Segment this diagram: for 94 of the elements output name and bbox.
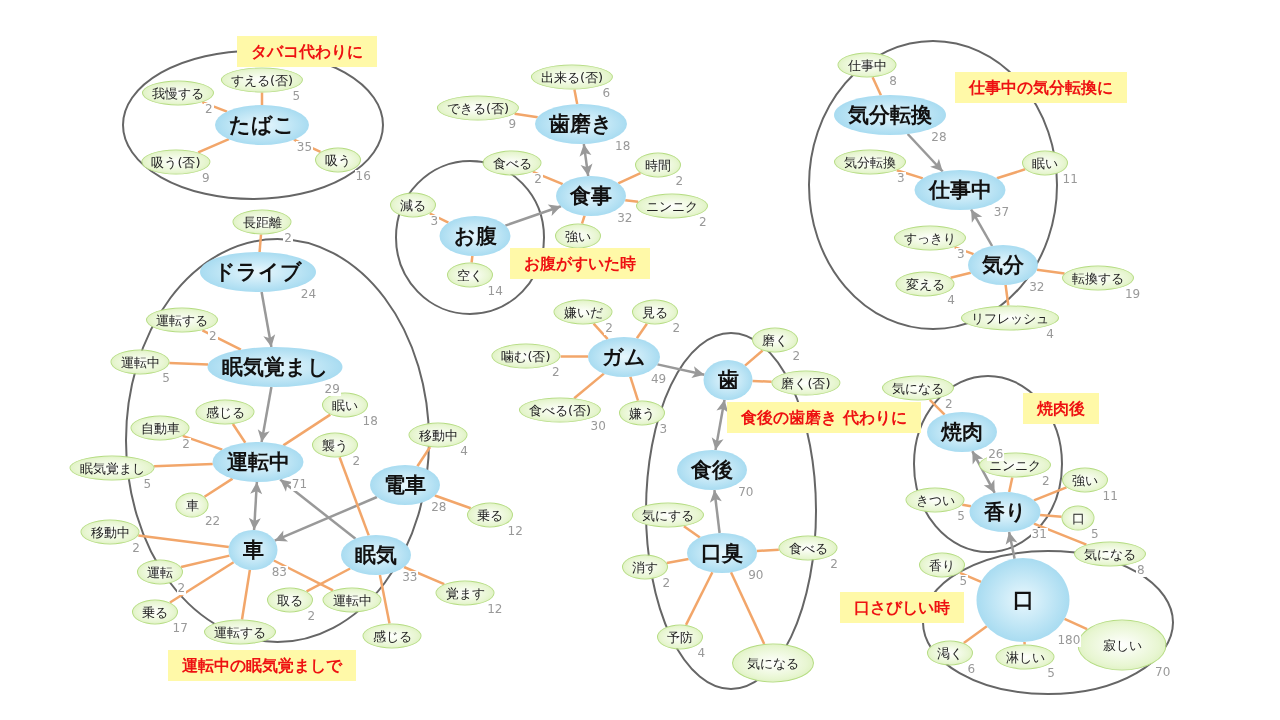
- arrow: [274, 495, 378, 542]
- connector-line: [963, 625, 988, 644]
- connector-line: [231, 423, 247, 444]
- connector-line: [201, 329, 242, 351]
- arrow: [657, 363, 705, 379]
- connector-line: [182, 434, 223, 451]
- count-label: 2: [176, 582, 187, 596]
- arrow: [971, 450, 996, 494]
- arrow: [248, 481, 263, 531]
- keyword-bubble: 磨く(否): [771, 370, 841, 396]
- connector-line: [1033, 486, 1067, 502]
- connector-line: [154, 462, 213, 468]
- arrow: [504, 204, 562, 227]
- connector-line: [378, 574, 391, 624]
- connector-line: [560, 355, 588, 358]
- connector-line: [683, 525, 701, 539]
- connector-line: [429, 212, 449, 224]
- connector-line: [306, 567, 351, 593]
- connector-line: [338, 456, 370, 536]
- arrow: [1005, 531, 1018, 559]
- connector-line: [684, 571, 714, 626]
- count-label: 29: [323, 383, 341, 397]
- connector-line: [752, 379, 772, 383]
- keyword-bubble: 運転中: [322, 587, 382, 613]
- connector-line: [258, 234, 263, 253]
- callout-label: お腹がすいた時: [510, 248, 650, 279]
- connector-line: [169, 561, 235, 604]
- callout-label: 仕事中の気分転換に: [955, 72, 1127, 103]
- arrow: [260, 291, 276, 348]
- keyword-bubble: 気にする: [632, 502, 704, 528]
- arrow: [711, 399, 729, 451]
- connector-line: [756, 548, 779, 553]
- arrow: [579, 143, 593, 177]
- arrow: [279, 478, 357, 540]
- connector-line: [434, 494, 472, 510]
- connector-line: [871, 76, 883, 96]
- callout-label: 運転中の眠気覚ましで: [168, 650, 356, 681]
- connector-line: [962, 503, 972, 508]
- callout-label: タバコ代わりに: [237, 36, 377, 67]
- connector-line: [169, 361, 209, 366]
- connector-line: [635, 323, 648, 339]
- connector-line: [573, 372, 605, 400]
- keyword-bubble: 歯: [703, 360, 753, 400]
- connector-line: [573, 89, 579, 105]
- connector-line: [273, 559, 334, 592]
- connector-line: [532, 170, 564, 186]
- count-label: 2: [604, 322, 614, 336]
- connector-line: [592, 322, 609, 341]
- keyword-bubble: 気になる: [732, 643, 814, 683]
- connector-line: [729, 571, 766, 645]
- connector-line: [1023, 641, 1026, 645]
- arrow: [709, 489, 722, 534]
- connector-line: [416, 446, 432, 467]
- connector-line: [744, 349, 764, 367]
- connector-line: [580, 215, 586, 225]
- connector-line: [996, 168, 1026, 180]
- keyword-bubble: 感じる: [362, 623, 422, 649]
- connector-line: [1064, 617, 1088, 631]
- count-label: 8: [1135, 564, 1146, 578]
- connector-line: [138, 534, 229, 549]
- count-label: 70: [1154, 665, 1172, 679]
- count-label: 26: [987, 448, 1005, 462]
- count-label: 71: [290, 478, 309, 492]
- callout-label: 焼肉後: [1023, 393, 1099, 424]
- connector-line: [197, 138, 230, 154]
- keyword-bubble: お腹: [439, 216, 511, 256]
- connector-line: [950, 271, 972, 279]
- count-label: 180: [1056, 634, 1082, 648]
- keyword-bubble: 強い: [555, 223, 601, 249]
- count-label: 6: [966, 663, 977, 677]
- connector-line: [203, 477, 234, 498]
- connector-line: [1036, 268, 1065, 275]
- connector-line: [625, 198, 639, 204]
- connector-line: [666, 557, 689, 565]
- callout-label: 食後の歯磨き 代わりに: [727, 402, 921, 433]
- arrow: [906, 133, 944, 173]
- connector-line: [1040, 513, 1062, 518]
- connector-line: [282, 413, 331, 447]
- connector-line: [928, 398, 946, 416]
- keyword-bubble: 運転する: [204, 619, 276, 645]
- connector-line: [514, 112, 538, 119]
- connector-line: [896, 169, 924, 180]
- connector-line: [629, 376, 640, 402]
- connector-line: [959, 571, 982, 584]
- arrow: [257, 386, 273, 443]
- arrow: [970, 208, 994, 247]
- connector-line: [240, 569, 252, 620]
- connector-line: [1007, 477, 1014, 493]
- callout-label: 口さびしい時: [840, 592, 964, 623]
- keyword-bubble: 感じる: [195, 399, 255, 425]
- connector-line: [180, 554, 230, 569]
- connector-line: [403, 565, 445, 586]
- connector-line: [1004, 284, 1010, 306]
- connector-line: [201, 101, 228, 113]
